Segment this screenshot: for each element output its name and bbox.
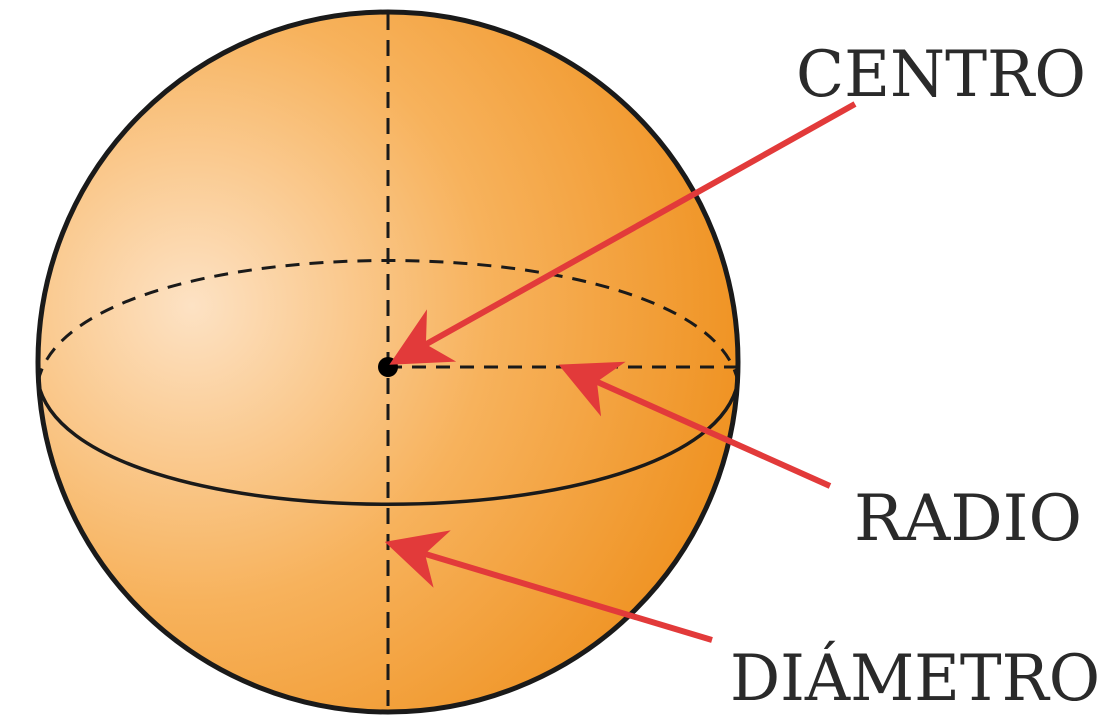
center-arrow (389, 101, 857, 365)
equator-front (36, 381, 740, 506)
radius-label: RADIO (854, 482, 1082, 556)
center-label: CENTRO (796, 38, 1086, 112)
diameter-label: DIÁMETRO (730, 641, 1100, 716)
radius-arrow (558, 361, 832, 489)
center-point (378, 357, 398, 377)
diameter-arrow (384, 530, 713, 643)
